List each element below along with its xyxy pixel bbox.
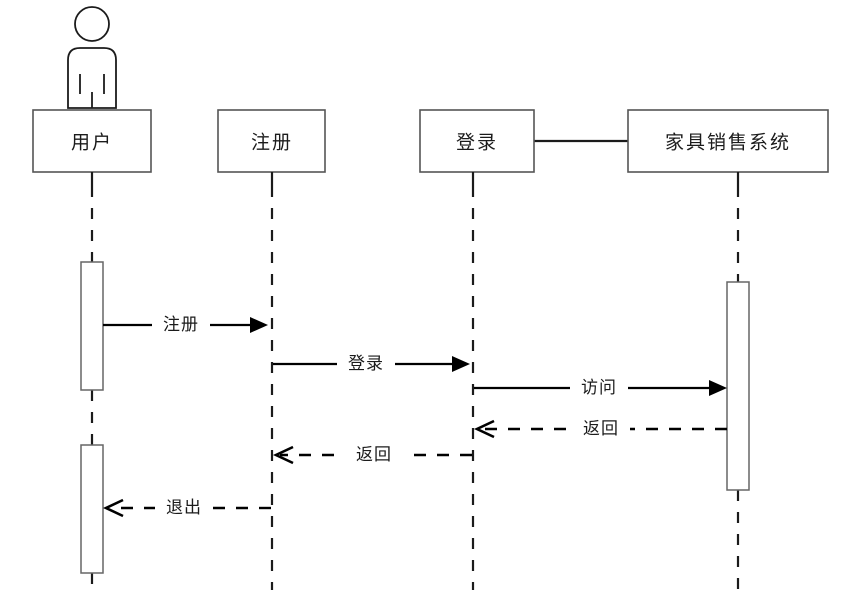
message-label-login: 登录 <box>348 354 384 374</box>
message-label-bg-register <box>152 312 210 338</box>
activation-system-1[interactable] <box>726 281 750 491</box>
lifeline-box-register[interactable] <box>217 109 326 173</box>
lifeline-label-login: 登录 <box>456 132 498 154</box>
message-login[interactable]: 登录 <box>273 351 470 377</box>
message-label-bg-return-system <box>572 416 630 442</box>
actor-head-icon <box>74 6 110 42</box>
message-logout[interactable]: 退出 <box>102 495 271 521</box>
message-label-bg-return-login <box>345 442 403 468</box>
message-register[interactable]: 注册 <box>103 312 268 338</box>
lifeline-label-system: 家具销售系统 <box>665 132 791 154</box>
lifeline-label-user: 用户 <box>71 132 113 154</box>
message-access[interactable]: 访问 <box>474 375 727 401</box>
message-label-bg-login <box>337 351 395 377</box>
lifeline-box-system[interactable] <box>627 109 829 173</box>
lifeline-label-register: 注册 <box>251 132 293 154</box>
message-label-return-login: 返回 <box>356 445 392 465</box>
arrowhead-open-return-login <box>272 445 294 465</box>
lifeline-system[interactable]: 家具销售系统 <box>627 109 829 590</box>
lifeline-register[interactable]: 注册 <box>217 109 326 590</box>
arrowhead-open-logout <box>102 498 124 518</box>
arrowhead-filled-access <box>709 380 727 396</box>
message-label-return-system: 返回 <box>583 419 619 439</box>
arrowhead-open-return-system <box>473 419 495 439</box>
activation-user-1[interactable] <box>80 261 104 391</box>
message-label-bg-logout <box>155 495 213 521</box>
actor-stick-figure <box>67 6 117 109</box>
message-label-register: 注册 <box>163 315 199 335</box>
lifeline-box-user[interactable] <box>32 109 152 173</box>
arrowhead-filled-register <box>250 317 268 333</box>
arrowhead-filled-login <box>452 356 470 372</box>
message-return-login[interactable]: 返回 <box>272 442 472 468</box>
activation-user-2[interactable] <box>80 444 104 574</box>
message-label-logout: 退出 <box>166 498 202 518</box>
lifeline-box-login[interactable] <box>419 109 535 173</box>
lifeline-user[interactable]: 用户 <box>32 109 152 590</box>
message-label-access: 访问 <box>581 378 617 398</box>
message-return-system[interactable]: 返回 <box>473 416 727 442</box>
message-label-bg-access <box>570 375 628 401</box>
lifeline-login[interactable]: 登录 <box>419 109 535 590</box>
